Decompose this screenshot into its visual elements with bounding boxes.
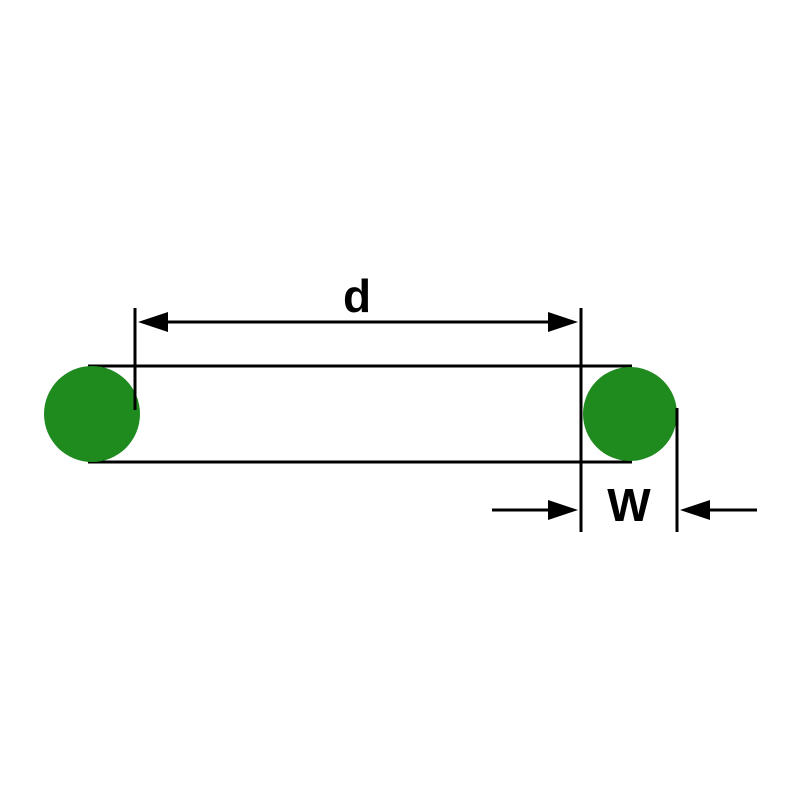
right-cross-section-circle	[583, 367, 677, 461]
diameter-right-arrowhead	[548, 312, 578, 332]
width-left-arrowhead	[548, 500, 578, 520]
width-right-arrowhead	[680, 500, 710, 520]
diameter-label: d	[343, 270, 371, 322]
width-label: W	[607, 479, 651, 531]
left-cross-section-circle	[44, 366, 140, 462]
diameter-left-arrowhead	[138, 312, 168, 332]
